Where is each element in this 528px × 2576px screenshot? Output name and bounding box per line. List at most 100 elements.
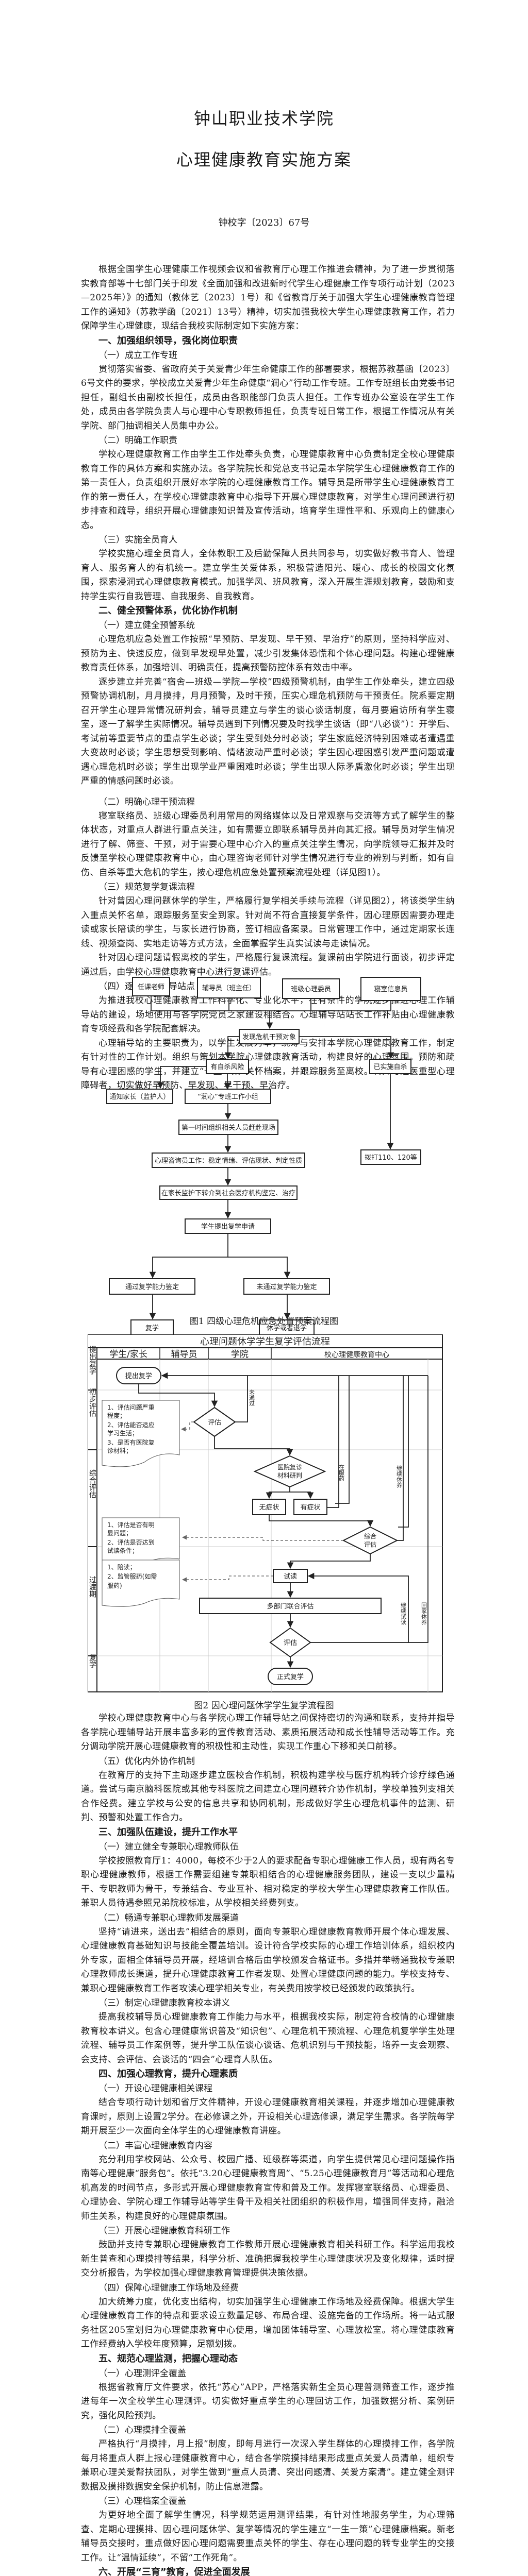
section-1-3-heading: （三）实施全员育人 — [98, 535, 177, 545]
svg-text:在家长监护下转介到社会医疗机构鉴定、治疗: 在家长监护下转介到社会医疗机构鉴定、治疗 — [161, 1189, 295, 1197]
svg-text:诊材料；: 诊材料； — [107, 1447, 132, 1454]
section-2-heading: 二、健全预警体系，优化协作机制 — [98, 605, 238, 616]
phase-label-comprehensive: 综合评估 — [88, 1469, 96, 1498]
note-transition-measures: 1、陪读； 2、监管服药(如需 服药) — [102, 1560, 180, 1607]
column-header-college: 学院 — [231, 1349, 249, 1360]
section-4-1-heading: （一）开设心理健康相关课程 — [98, 2083, 212, 2094]
svg-text:多部门联合评估: 多部门联合评估 — [267, 1602, 314, 1611]
column-header-student: 学生/家长 — [109, 1349, 147, 1360]
svg-text:显问题；: 显问题； — [107, 1530, 132, 1537]
column-header-counselor: 辅导员 — [171, 1349, 197, 1360]
svg-text:学生提出复学申请: 学生提出复学申请 — [201, 1223, 255, 1231]
node-consultant: 心理咨询员工作：稳定情绪、评估现状、判定性质 — [152, 1153, 305, 1168]
section-3-2-heading: （二）畅通专兼职心理教师发展渠道 — [98, 1912, 239, 1923]
label-not-pass: 未通过 — [249, 1389, 255, 1406]
section-2-1-text-2: 逐步建立并完善“宿舍—班级—学院—学校”四级预警机制，由学生工作处牵头，建立四级… — [81, 676, 455, 787]
node-propose: 提出复学 — [116, 1367, 161, 1384]
svg-text:班级心理委员: 班级心理委员 — [291, 986, 331, 993]
svg-text:任课老师: 任课老师 — [138, 984, 164, 991]
section-5-heading: 五、规范心理监测，把握心理动态 — [98, 2353, 238, 2364]
node-class-psy: 班级心理委员 — [282, 978, 340, 999]
svg-text:2、评估是否达到: 2、评估是否达到 — [107, 1539, 155, 1546]
section-5-3-heading: （三）心理档案全覆盖 — [98, 2496, 186, 2506]
svg-text:复学: 复学 — [145, 1324, 159, 1332]
phase-label-propose: 提出复学 — [88, 1346, 96, 1375]
node-trial: 试读 — [273, 1569, 308, 1583]
phase-label-transition: 过渡期 — [88, 1576, 96, 1598]
section-2-5-text: 在教育厅的支持下主动逐步建立医校合作机制，积极构建学校与医疗机构转介诊疗绿色通道… — [81, 1770, 455, 1823]
label-continue-rest: 继续休养 — [396, 1465, 403, 1488]
section-5-2-text: 严格执行“月摸排，月上报”制度，即每月进行一次深入学生群体的心理摸排工作，各学院… — [81, 2439, 455, 2492]
note-initial-criteria: 1、评估问题严重 程度； 2、评估能否适应 学习生活； 3、是否有医院复 诊材料… — [102, 1400, 180, 1467]
section-4-heading: 四、加强心理教育，提升心理素质 — [98, 2069, 238, 2079]
label-go-home: 回家休养 — [421, 1602, 427, 1625]
svg-text:正式复学: 正式复学 — [277, 1673, 304, 1681]
node-no-symptom: 无症状 — [252, 1499, 286, 1515]
section-5-1-heading: （一）心理测评全覆盖 — [98, 2368, 186, 2379]
svg-text:试读条件；: 试读条件； — [107, 1547, 138, 1554]
section-2-4-text-2: 心理辅导站的主要职责为，以学生发展为本，统筹与安排本学院心理健康教育工作，制定有… — [81, 1038, 455, 1091]
svg-text:程度；: 程度； — [107, 1412, 126, 1419]
document-title-line2: 心理健康教育实施方案 — [176, 150, 352, 170]
label-continue-trial: 继续试读 — [400, 1602, 407, 1625]
svg-text:综合: 综合 — [364, 1532, 376, 1540]
svg-text:评估: 评估 — [208, 1419, 221, 1427]
section-2-3-text-1: 针对曾因心理问题休学的学生，严格履行复学相关手续与流程（详见图2），将该类学生纳… — [81, 896, 455, 949]
section-1-1-text: 贯彻落实省委、省政府关于关爱青少年生命健康工作的部署要求，根据苏教基函〔2023… — [81, 364, 455, 431]
svg-text:通过复学能力鉴定: 通过复学能力鉴定 — [125, 1283, 179, 1291]
figure-1-caption: 图1 四级心理危机应急处置预案流程图 — [189, 1316, 339, 1327]
node-go-scene: 第一时间组织相关人员赶赴现场 — [178, 1120, 278, 1135]
svg-text:材料研判: 材料研判 — [277, 1472, 302, 1479]
section-5-1-text: 根据省教育厅文件要求，依托“苏心”APP，严格落实新生全员心理普测筛查工作，逐步… — [81, 2382, 455, 2421]
svg-text:拨打110、120等: 拨打110、120等 — [365, 1154, 417, 1162]
svg-text:心理咨询员工作：稳定情绪、评估现状、判定性质: 心理咨询员工作：稳定情绪、评估现状、判定性质 — [155, 1157, 302, 1165]
svg-text:3、是否有医院复: 3、是否有医院复 — [107, 1439, 155, 1446]
svg-text:发现危机干预对象: 发现危机干预对象 — [242, 1033, 296, 1041]
body-part-2: 学校心理健康教育中心与各学院心理工作辅导站之间保持密切的沟通和联系，支持并指导各… — [81, 1711, 455, 2576]
section-2-1-text-1: 心理危机应急处置工作按照“早预防、早发现、早干预、早治疗”的原则，坚持科学应对、… — [81, 634, 455, 673]
node-comprehensive-assess: 综合评估 — [342, 1526, 399, 1555]
node-counselor: 辅导员（班主任） — [197, 977, 261, 998]
section-4-1-text: 结合专项行动计划和省厅文件精神，开设心理健康教育相关课程，并逐步增加心理健康教育… — [81, 2097, 455, 2136]
section-4-3-heading: （三）开展心理健康教育科研工作 — [98, 2226, 230, 2236]
node-joint-assess: 多部门联合评估 — [199, 1598, 382, 1614]
svg-text:寝室信息员: 寝室信息员 — [374, 985, 407, 993]
node-suspend: 休学或者退学 — [259, 1319, 315, 1336]
phase-label-resume: 复学 — [88, 1653, 96, 1668]
svg-text:通知家长（监护人）: 通知家长（监护人） — [109, 1093, 170, 1101]
section-3-3-heading: （三）制定心理健康教育校本讲义 — [98, 1998, 230, 2008]
svg-text:1、陪读；: 1、陪读； — [107, 1563, 136, 1571]
section-3-heading: 三、加强队伍建设，提升工作水平 — [98, 1826, 238, 1838]
intro-paragraph: 根据全国学生心理健康工作视频会议和省教育厅心理工作推进会精神，为了进一步贯彻落实… — [81, 264, 455, 331]
section-2-1-heading: （一）建立健全预警系统 — [98, 620, 195, 631]
svg-text:2、监管服药(如需: 2、监管服药(如需 — [107, 1572, 157, 1580]
svg-text:有症状: 有症状 — [300, 1504, 320, 1512]
svg-text:试读: 试读 — [284, 1573, 297, 1581]
svg-text:“润心”专班工作小组: “润心”专班工作小组 — [197, 1093, 258, 1101]
body-part-1: 根据全国学生心理健康工作视频会议和省教育厅心理工作推进会精神，为了进一步贯彻落实… — [81, 263, 455, 1093]
section-1-3-text: 学校实施心理全员育人，全体教职工及后勤保障人员共同参与，切实做好教书育人、管理育… — [81, 549, 455, 602]
node-runxin-team: “润心”专班工作小组 — [185, 1089, 271, 1104]
section-3-3-text: 提高我校辅导员心理健康教育工作能力与水平，根据我校实际，制定符合校情的心理健康教… — [81, 2012, 455, 2065]
figure-2-swimlane-flowchart: 心理问题休学学生复学评估流程 学生/家长 辅导员 学院 校心理健康教育中心 提出… — [88, 1334, 443, 1692]
figure-2-title: 心理问题休学学生复学评估流程 — [200, 1336, 330, 1347]
section-2-5-heading: （五）优化内外协作机制 — [98, 1756, 195, 1767]
svg-text:评估: 评估 — [364, 1541, 376, 1548]
svg-text:学习生活；: 学习生活； — [107, 1429, 138, 1437]
node-fail: 未通过复学能力鉴定 — [243, 1278, 330, 1295]
svg-text:未通过复学能力鉴定: 未通过复学能力鉴定 — [256, 1283, 317, 1291]
svg-text:休学或者退学: 休学或者退学 — [267, 1324, 307, 1332]
svg-text:1、评估问题严重: 1、评估问题严重 — [107, 1404, 155, 1411]
section-1-1-heading: （一）成立工作专班 — [98, 350, 177, 361]
section-5-3-text: 为更好地全面了解学生情况，科学规范运用测评结果，有针对性地服务学生，为心理筛查、… — [81, 2510, 455, 2563]
node-referral: 在家长监护下转介到社会医疗机构鉴定、治疗 — [159, 1185, 298, 1200]
svg-text:2、评估能否适应: 2、评估能否适应 — [107, 1421, 155, 1429]
section-2-2-heading: （二）明确心理干预流程 — [98, 796, 195, 807]
document-number: 钟校字〔2023〕67号 — [218, 217, 310, 228]
svg-text:评估: 评估 — [284, 1639, 297, 1647]
section-4-4-heading: （四）保障心理健康工作场地及经费 — [98, 2282, 239, 2293]
column-header-center: 校心理健康教育中心 — [324, 1350, 389, 1359]
node-call-emergency: 拨打110、120等 — [360, 1149, 421, 1165]
node-apply-resume: 学生提出复学申请 — [185, 1218, 271, 1234]
